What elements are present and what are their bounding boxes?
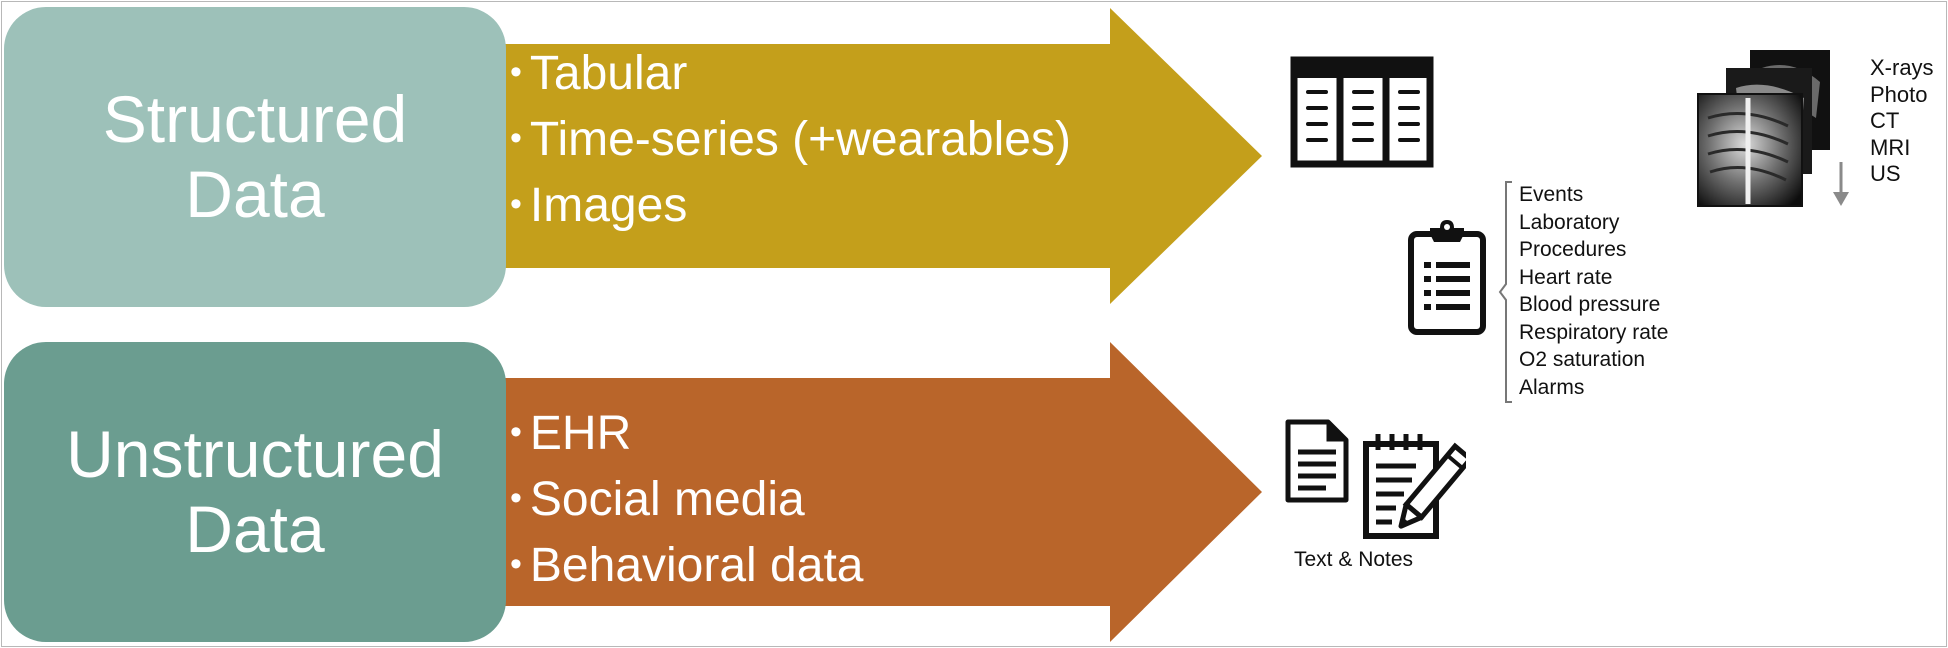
xray-stack-icon — [1697, 50, 1830, 207]
list-item: Procedures — [1519, 238, 1627, 261]
list-item: MRI — [1870, 134, 1911, 160]
list-item: US — [1870, 161, 1901, 186]
unstructured-title-line2: Data — [185, 492, 325, 566]
arrow-down-icon — [1833, 162, 1849, 206]
imaging-modality-list: X-rays Photo CT MRI US — [1870, 55, 1934, 188]
notepad-pencil-icon — [1363, 434, 1466, 539]
structured-title-line2: Data — [185, 157, 325, 231]
list-item: Photo — [1870, 81, 1928, 107]
bullet-item: •EHR — [510, 407, 632, 460]
bullet-item: •Images — [510, 179, 688, 232]
list-item: Alarms — [1519, 375, 1585, 399]
list-item: Events — [1519, 183, 1584, 206]
structured-arrow — [500, 8, 1262, 304]
unstructured-bullet-list: •EHR •Social media •Behavioral data — [510, 400, 863, 598]
unstructured-data-box: Unstructured Data — [4, 342, 506, 642]
structured-data-box: Structured Data — [4, 7, 506, 307]
bullet-item: •Behavioral data — [510, 539, 864, 592]
unstructured-arrow — [500, 342, 1262, 642]
bullet-item: •Social media — [510, 473, 805, 526]
list-item: Heart rate — [1519, 265, 1613, 289]
bullet-item: •Time-series (+wearables) — [510, 113, 1071, 166]
list-item: O2 saturation — [1519, 348, 1646, 371]
unstructured-title-line1: Unstructured — [66, 417, 444, 492]
document-icon — [1285, 419, 1349, 503]
structured-bullet-list: •Tabular •Time-series (+wearables) •Imag… — [510, 40, 1071, 238]
text-notes-label: Text & Notes — [1294, 548, 1414, 571]
clinical-data-list: Events Laboratory Procedures Heart rate … — [1519, 181, 1668, 401]
list-item: Respiratory rate — [1519, 320, 1669, 344]
list-item: Laboratory — [1519, 210, 1620, 234]
list-item: X-rays — [1870, 55, 1934, 80]
list-item: CT — [1870, 108, 1900, 133]
clipboard-icon — [1408, 220, 1486, 335]
table-icon — [1290, 56, 1434, 168]
brace-bracket — [1498, 181, 1512, 403]
structured-title-line1: Structured — [102, 82, 408, 157]
list-item: Blood pressure — [1519, 293, 1661, 316]
bullet-item: •Tabular — [510, 47, 688, 100]
